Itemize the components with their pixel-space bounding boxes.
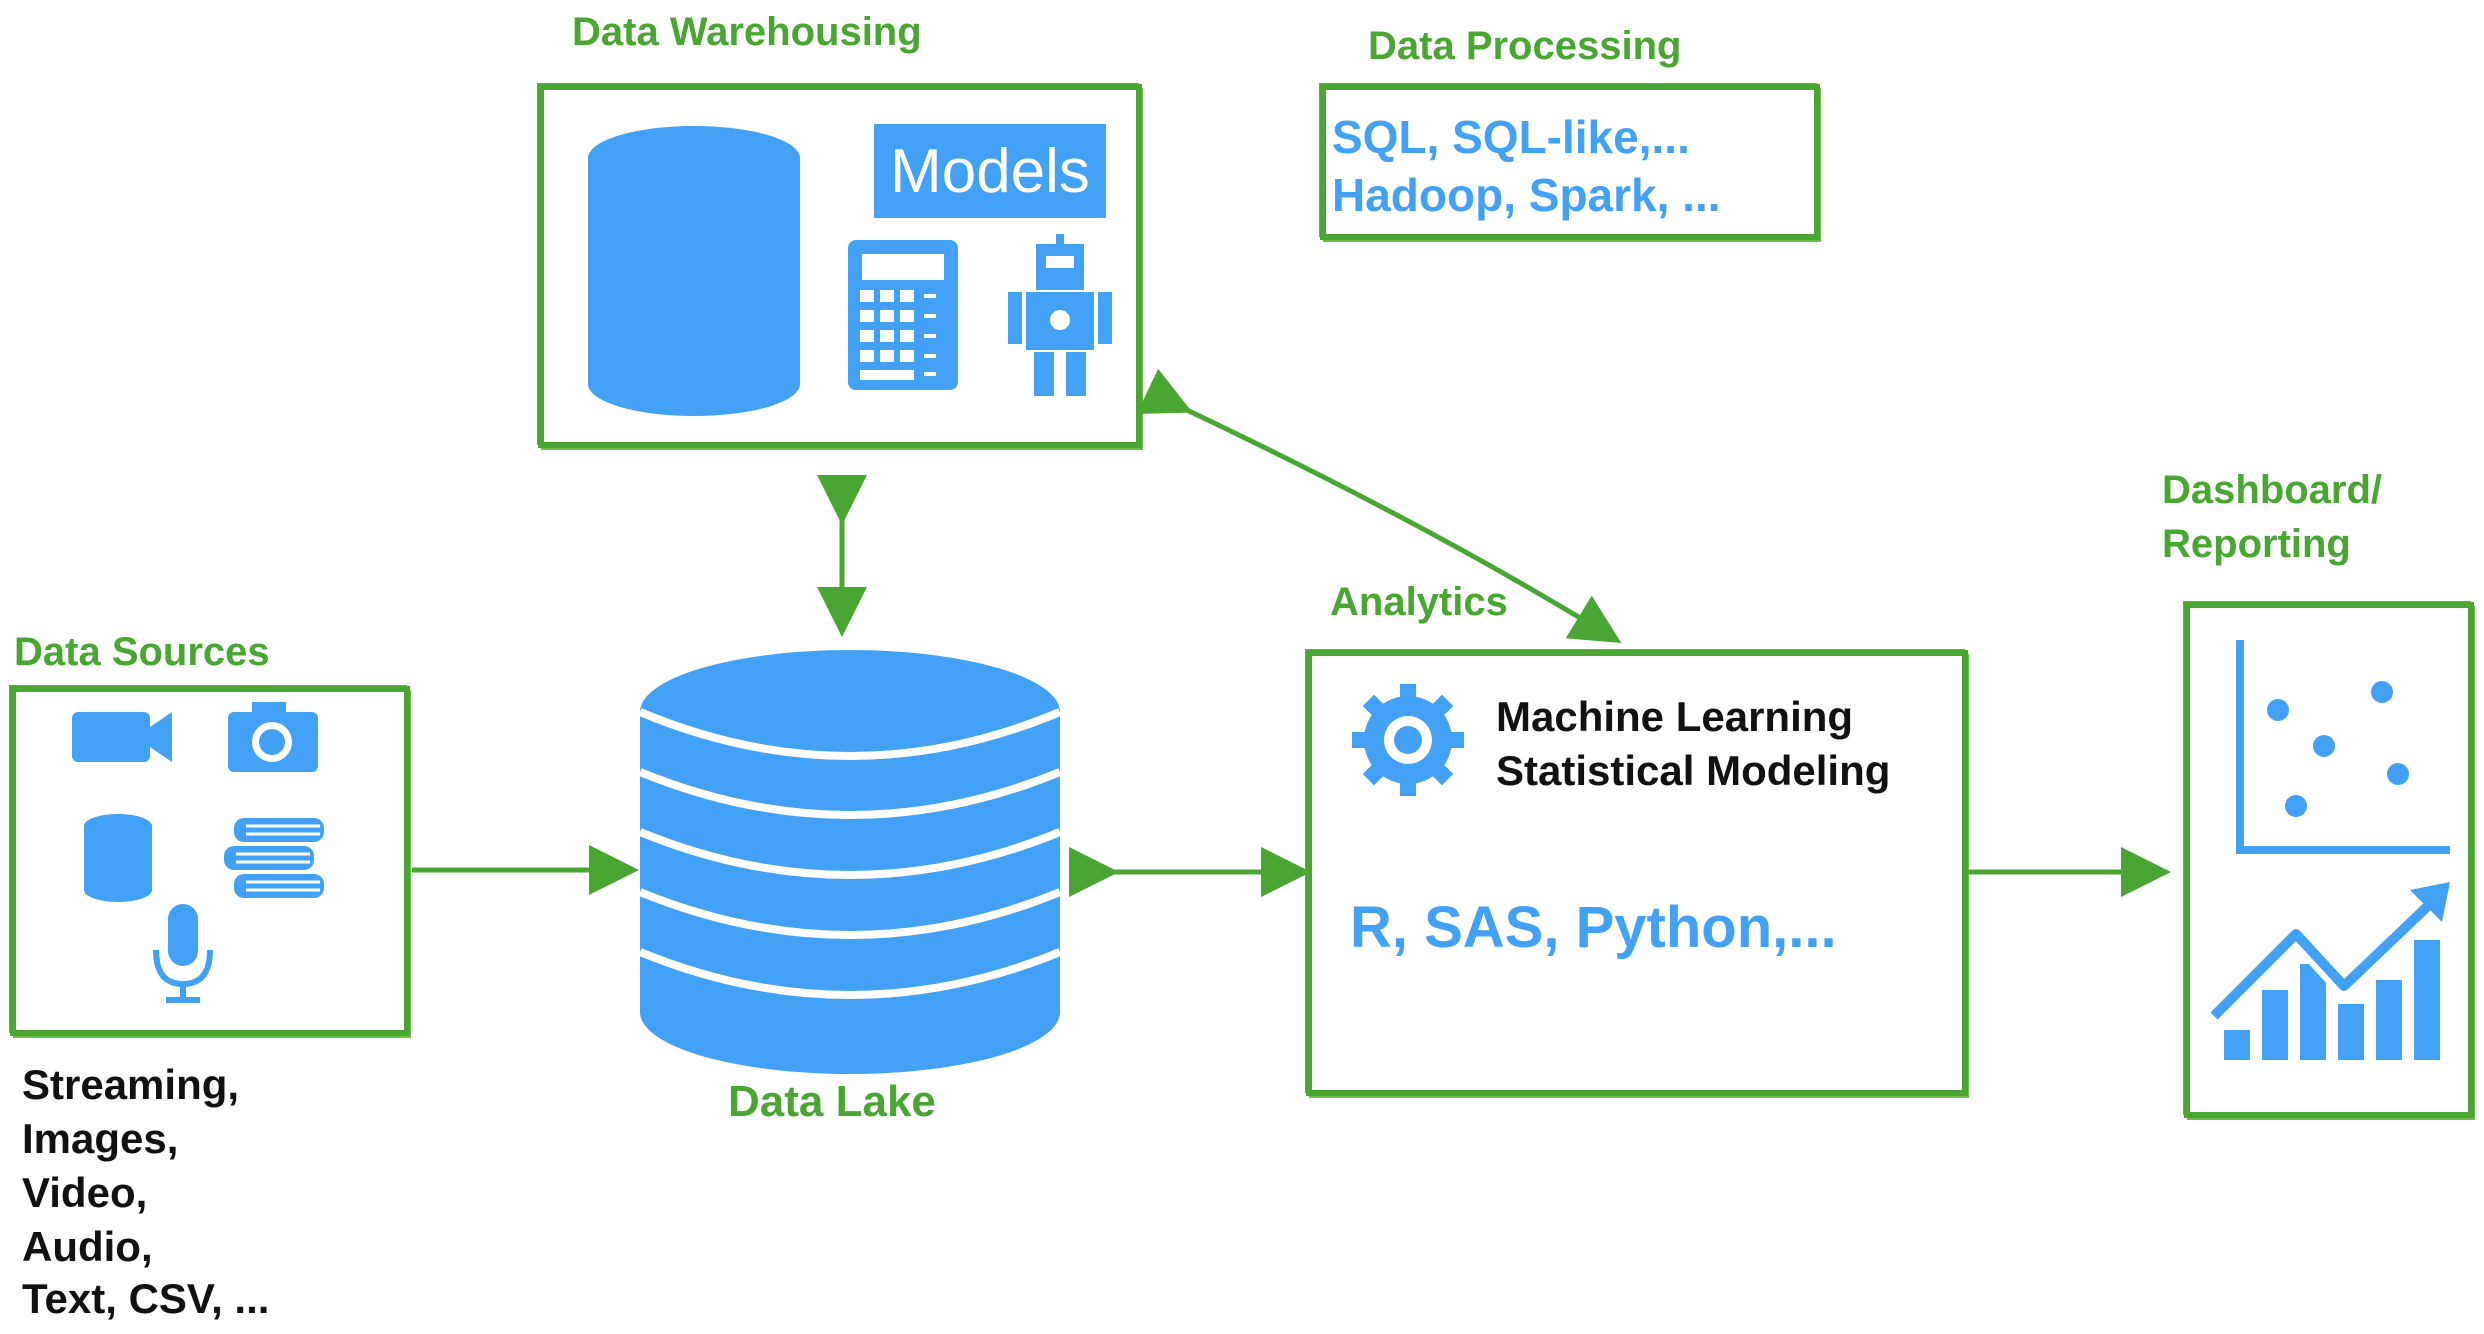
analytics-warehouse-arrow: [1136, 368, 1622, 644]
models-label: Models: [890, 136, 1090, 206]
dashboard-label-line2: Reporting: [2162, 522, 2351, 566]
data-warehousing-box: [538, 84, 1142, 448]
database-icon: [84, 814, 152, 902]
sources-item: Images,: [22, 1115, 179, 1162]
processing-line2: Hadoop, Spark, ...: [1332, 169, 1721, 221]
data-processing-box: [1320, 84, 1820, 240]
dashboard-label-line1: Dashboard/: [2162, 468, 2383, 512]
dashboard-box: [2184, 602, 2474, 1118]
gear-icon: [1352, 684, 1464, 796]
data-sources-label: Data Sources: [14, 630, 270, 674]
processing-line1: SQL, SQL-like,...: [1332, 111, 1690, 163]
books-icon: [224, 818, 324, 898]
data-lake-label: Data Lake: [728, 1077, 936, 1126]
robot-icon: [1008, 234, 1112, 396]
calculator-icon: [848, 240, 958, 390]
data-processing-label: Data Processing: [1368, 24, 1682, 68]
models-badge: Models: [874, 124, 1106, 218]
sources-item: Audio,: [22, 1223, 153, 1270]
sources-item: Text, CSV, ...: [22, 1275, 270, 1322]
bar-chart-trend-icon: [2206, 882, 2450, 1060]
microphone-icon: [153, 904, 213, 1003]
video-camera-icon: [72, 712, 172, 762]
sources-item: Video,: [22, 1169, 148, 1216]
data-sources-box: [10, 686, 410, 1036]
photo-camera-icon: [228, 702, 318, 772]
analytics-tools: R, SAS, Python,...: [1350, 895, 1837, 960]
database-stack-icon: [638, 650, 1062, 1074]
sources-item: Streaming,: [22, 1061, 240, 1108]
analytics-title-line1: Machine Learning: [1496, 693, 1854, 740]
data-warehousing-label: Data Warehousing: [572, 10, 922, 54]
database-cylinder-icon: [588, 126, 800, 416]
analytics-title-line2: Statistical Modeling: [1496, 747, 1891, 794]
scatter-plot-icon: [2236, 640, 2450, 854]
connectors: [412, 368, 2171, 897]
